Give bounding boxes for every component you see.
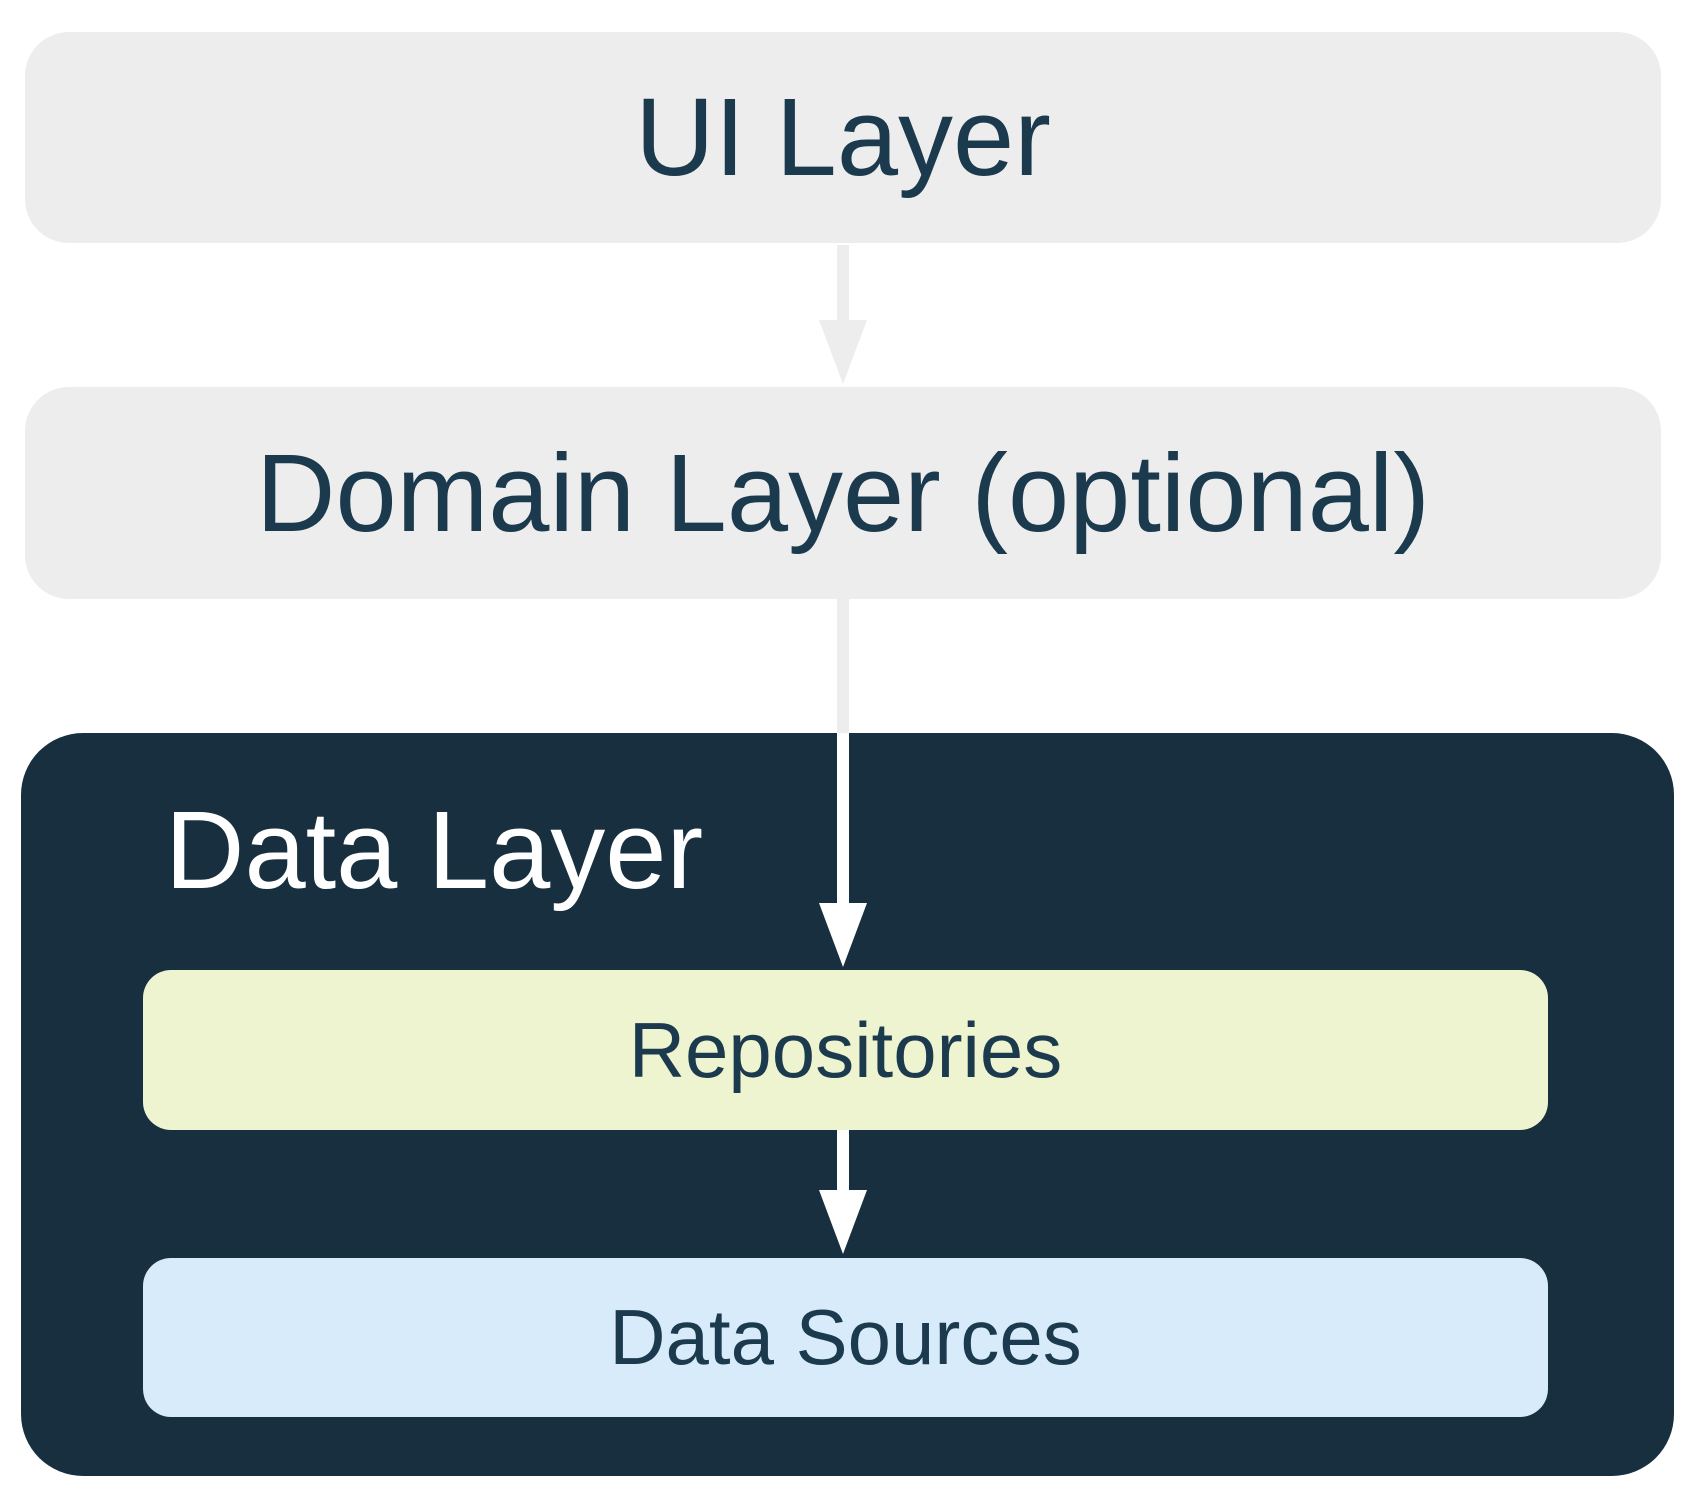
domain-layer-box: Domain Layer (optional) bbox=[25, 387, 1661, 599]
data-sources-label: Data Sources bbox=[609, 1293, 1082, 1381]
arrow-stem bbox=[837, 1130, 849, 1190]
data-sources-box: Data Sources bbox=[143, 1258, 1548, 1417]
repositories-label: Repositories bbox=[628, 1005, 1063, 1094]
arrow-stem bbox=[837, 245, 849, 321]
arrow-stem bbox=[837, 599, 849, 735]
data-layer-label: Data Layer bbox=[165, 789, 704, 912]
arrow-head bbox=[819, 903, 867, 967]
arrow-stem bbox=[837, 733, 849, 903]
domain-layer-label: Domain Layer (optional) bbox=[256, 431, 1430, 555]
arrow-head bbox=[819, 1190, 867, 1254]
ui-layer-label: UI Layer bbox=[635, 76, 1051, 199]
repositories-box: Repositories bbox=[143, 970, 1548, 1130]
arrow-head bbox=[819, 320, 867, 384]
ui-layer-box: UI Layer bbox=[25, 32, 1661, 243]
